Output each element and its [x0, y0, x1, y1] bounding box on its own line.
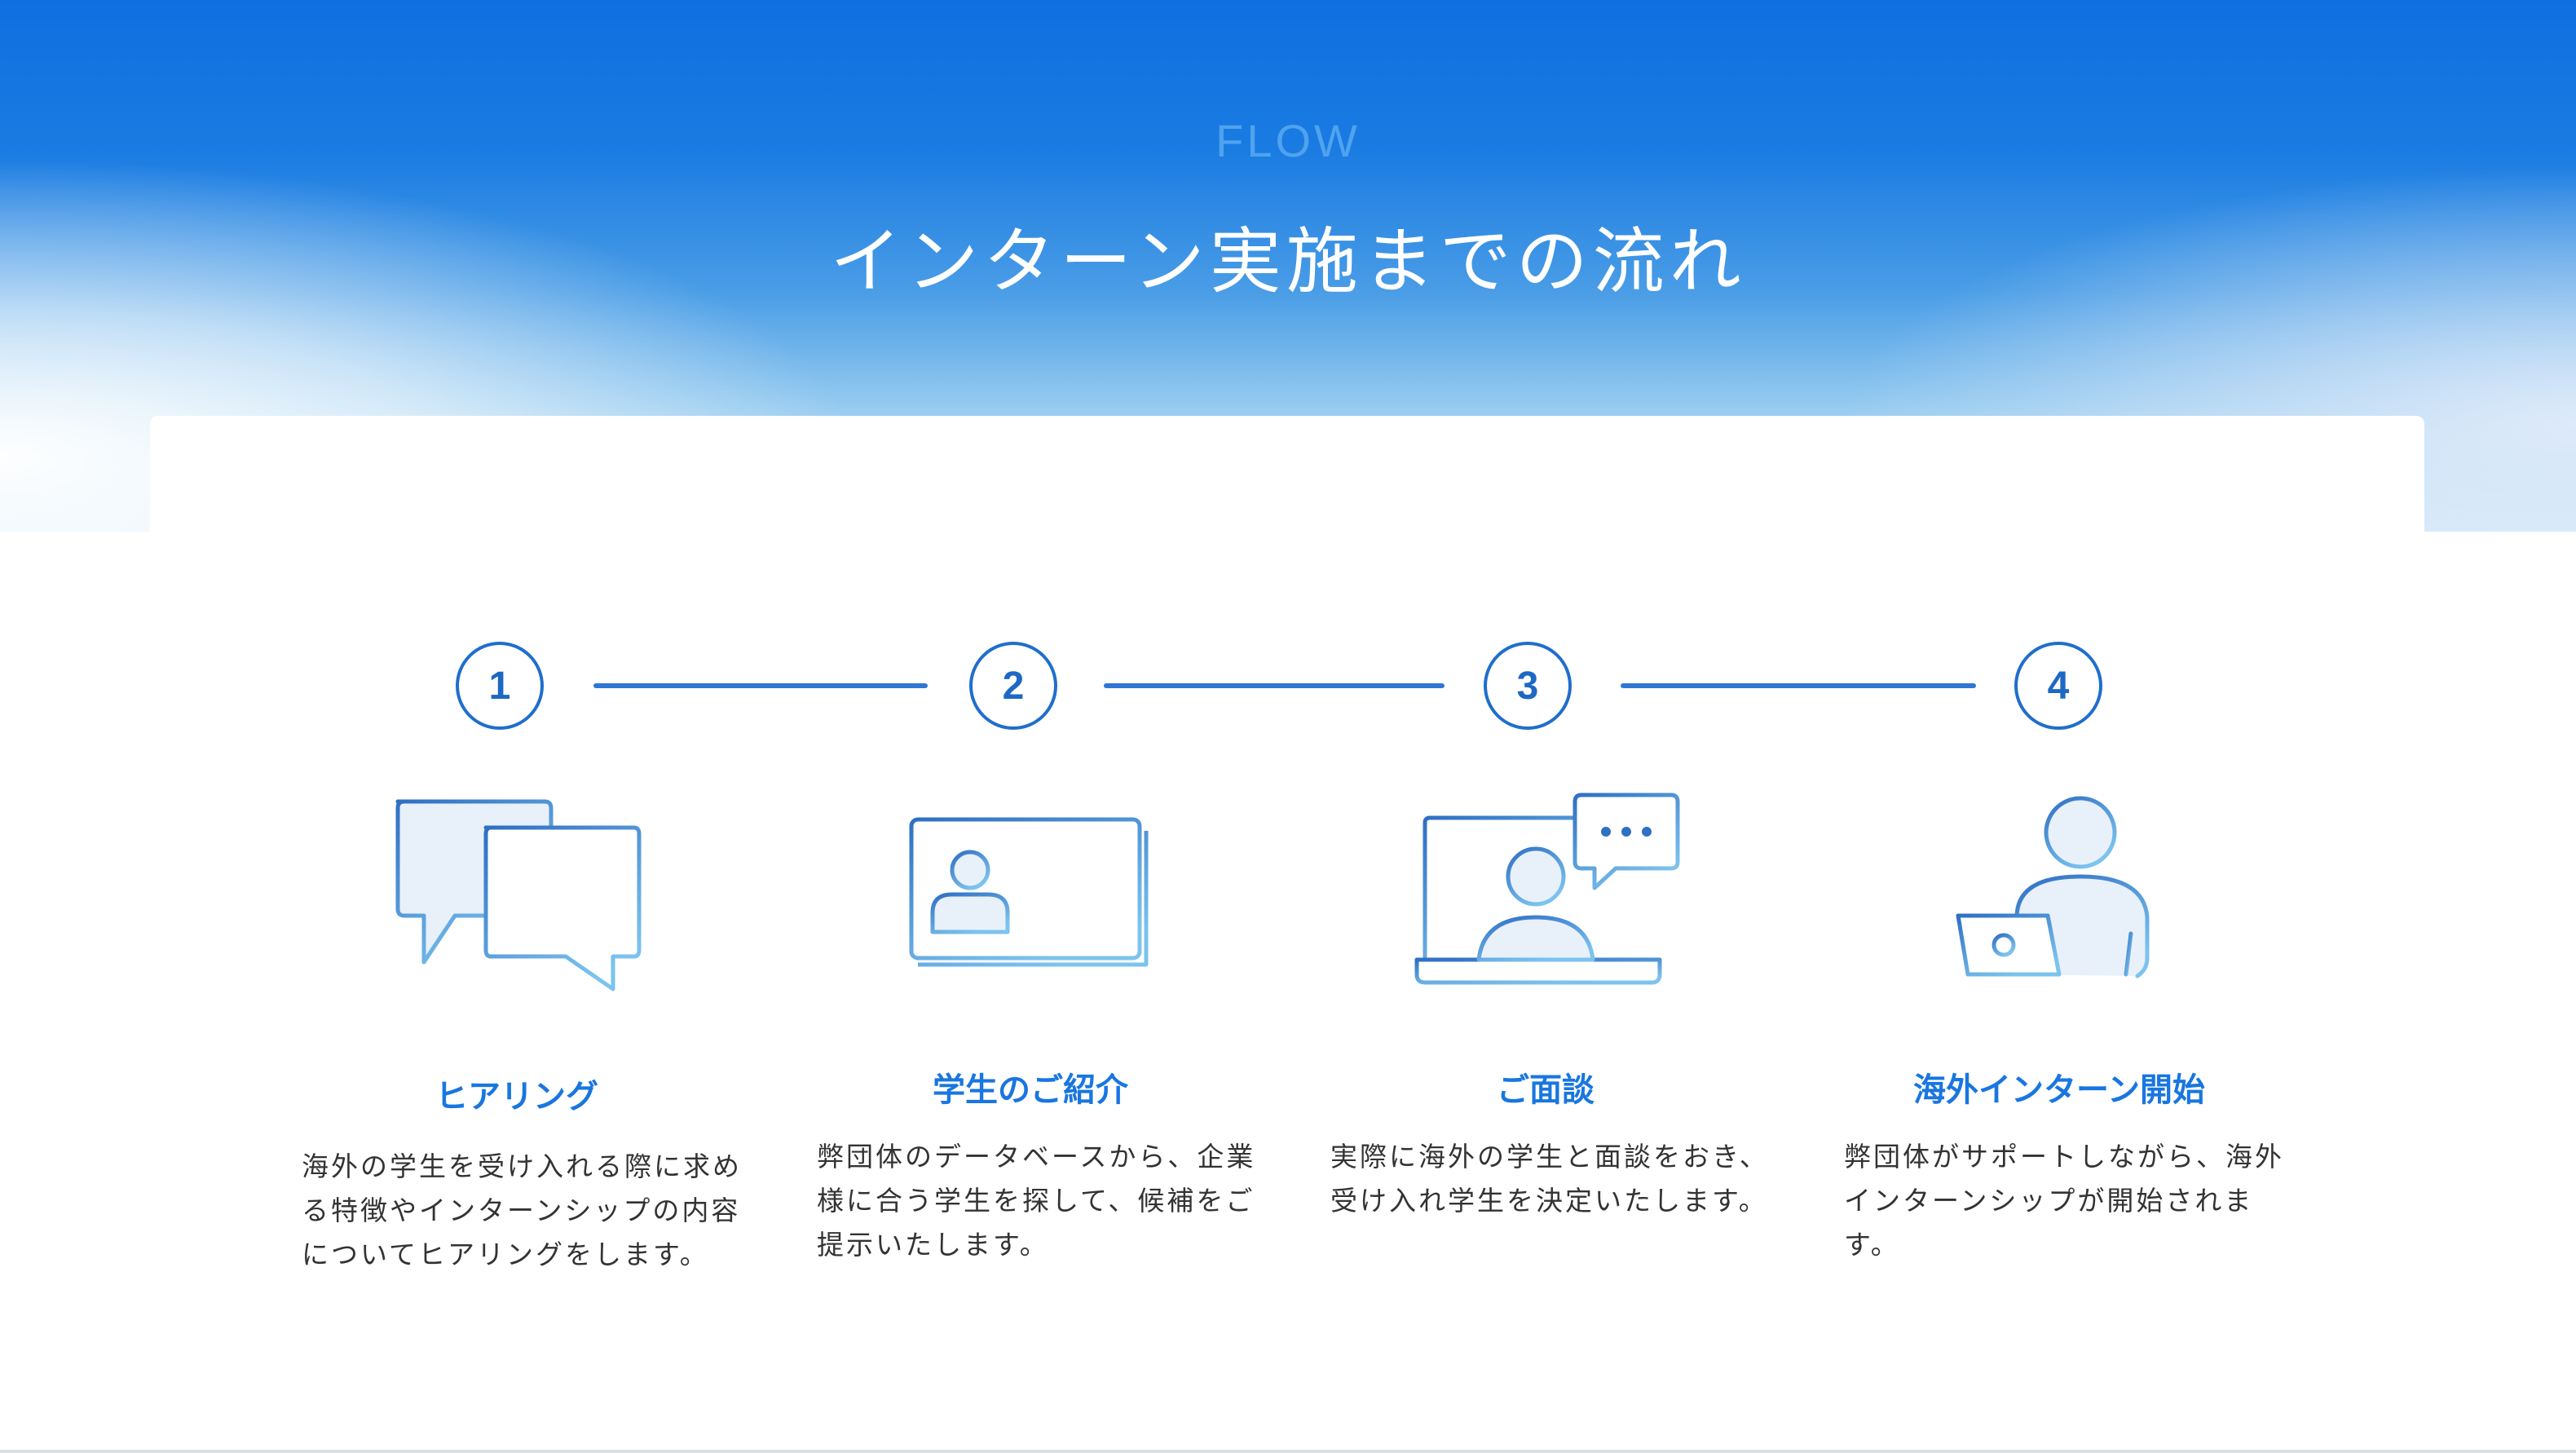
step-2-number: 2: [969, 642, 1057, 730]
section-label: FLOW: [1215, 115, 1361, 166]
video-interview-icon: [1414, 793, 1680, 985]
step-1-title: ヒアリング: [435, 1078, 598, 1115]
chat-bubbles-icon: [395, 799, 642, 991]
step-1-description: 海外の学生を受け入れる際に求める特徴やインターンシップの内容についてヒアリングを…: [302, 1150, 742, 1270]
step-1-number: 1: [456, 642, 544, 730]
bottom-divider: [0, 1450, 2576, 1453]
profile-card-icon: [909, 817, 1149, 967]
step-connector-2-3: [1104, 683, 1445, 688]
step-connector-1-2: [593, 683, 928, 688]
step-2-title: 学生のご紹介: [933, 1071, 1128, 1109]
page-title: インターン実施までの流れ: [830, 219, 1746, 303]
step-2-description: 弊団体のデータベースから、企業様に合う学生を探して、候補をご提示いたします。: [817, 1141, 1256, 1261]
person-laptop-icon: [1939, 796, 2150, 978]
step-3-description: 実際に海外の学生と面談をおき、受け入れ学生を決定いたします。: [1330, 1141, 1769, 1217]
step-3-number: 3: [1484, 642, 1572, 730]
step-connector-3-4: [1621, 683, 1976, 688]
step-4-number: 4: [2014, 642, 2102, 730]
step-4-title: 海外インターン開始: [1913, 1071, 2205, 1109]
step-4-description: 弊団体がサポートしながら、海外インターンシップが開始されます。: [1844, 1141, 2284, 1261]
step-3-title: ご面談: [1497, 1071, 1595, 1109]
